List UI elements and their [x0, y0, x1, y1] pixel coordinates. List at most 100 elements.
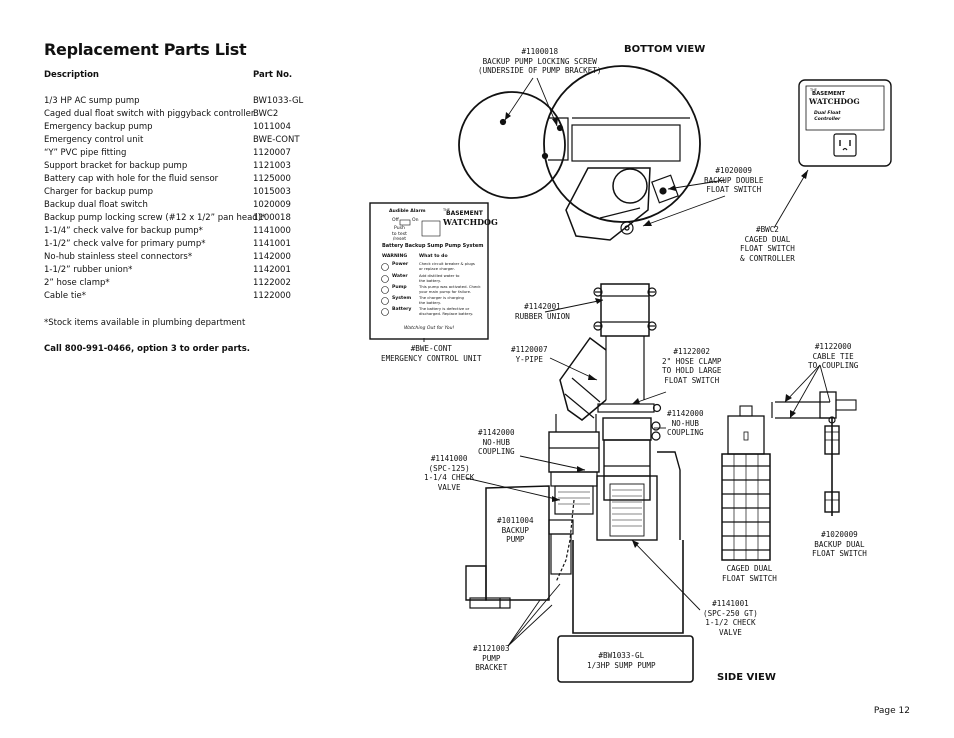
part-description: 1-1/4” check valve for backup pump* — [44, 226, 203, 236]
ecu-brand-top: THE — [443, 208, 450, 212]
part-number: 1142000 — [253, 252, 291, 262]
backup-float-switch-drawing — [819, 391, 857, 516]
part-number: 1120007 — [253, 148, 291, 158]
bottom-view-heading: BOTTOM VIEW — [624, 44, 706, 55]
part-description: 1/3 HP AC sump pump — [44, 96, 140, 106]
part-number: 1121003 — [253, 161, 291, 171]
label-locking-screw: #1100018 BACKUP PUMP LOCKING SCREW (UNDE… — [478, 47, 602, 75]
label-cable-tie: #1122000 CABLE TIE TO COUPLING — [808, 342, 859, 370]
emergency-control-unit-drawing — [369, 202, 489, 340]
page-number: Page 12 — [873, 706, 910, 716]
controller-brand-line1: BASEMENT — [812, 91, 846, 97]
table-row: Emergency control unit BWE-CONT — [44, 134, 344, 147]
part-description: Charger for backup pump — [44, 187, 153, 197]
controller-brand-line2: WATCHDOG — [809, 97, 860, 106]
label-pump-bracket: #1121003 PUMP BRACKET — [473, 644, 510, 672]
label-sump-pump: #BW1033-GL 1/3HP SUMP PUMP — [587, 651, 656, 670]
side-view-drawing — [423, 283, 701, 683]
part-description: Battery cap with hole for the fluid sens… — [44, 174, 219, 184]
part-description: No-hub stainless steel connectors* — [44, 252, 193, 262]
page-title: Replacement Parts List — [44, 40, 247, 59]
controller-brand-top: THE — [810, 88, 817, 92]
label-nohub-left: #1142000 NO-HUB COUPLING — [478, 428, 515, 456]
table-row: 1-1/2” rubber union*1142001 — [44, 264, 344, 277]
part-description: “Y” PVC pipe fitting — [44, 148, 127, 158]
part-number: 1011004 — [253, 122, 291, 132]
part-number: BW1033-GL — [253, 96, 304, 106]
table-row: Backup pump locking screw (#12 x 1/2” pa… — [44, 212, 344, 225]
table-row: Emergency backup pump 1011004 — [44, 121, 344, 134]
table-row: Caged dual float switch with piggyback c… — [44, 108, 344, 121]
stock-note: *Stock items available in plumbing depar… — [44, 318, 246, 328]
bottom-view-drawing — [458, 65, 726, 241]
part-number: 1100018 — [253, 213, 291, 223]
dual-float-controller-drawing — [773, 79, 892, 229]
ecu-on: On — [412, 218, 419, 223]
label-bwc2: #BWC2 CAGED DUAL FLOAT SWITCH & CONTROLL… — [740, 225, 795, 263]
table-row: No-hub stainless steel connectors* 114200… — [44, 251, 344, 264]
side-view-heading: SIDE VIEW — [717, 672, 776, 683]
ecu-item-instruction: This pump was activated. Check your main… — [419, 284, 481, 294]
part-number: 1020009 — [253, 200, 291, 210]
part-number: BWE-CONT — [253, 135, 300, 145]
label-backup-float-side: #1020009 BACKUP DUAL FLOAT SWITCH — [812, 530, 867, 558]
parts-table-header: Description Part No. — [44, 69, 344, 82]
part-description: Support bracket for backup pump — [44, 161, 188, 171]
ecu-item-instruction: The charger is charging the battery. — [419, 295, 464, 305]
part-description: Backup pump locking screw (#12 x 1/2” pa… — [44, 213, 266, 223]
ecu-system-name: Battery Backup Sump Pump System — [382, 243, 484, 249]
ecu-col-warning: WARNING — [382, 254, 408, 259]
ecu-item-label: Power — [392, 262, 409, 267]
ecu-item-label: Pump — [392, 285, 407, 290]
order-phone: Call 800-991-0466, option 3 to order par… — [44, 344, 251, 354]
label-hose-clamp: #1122002 2" HOSE CLAMP TO HOLD LARGE FLO… — [662, 347, 722, 385]
caged-float-switch-drawing — [721, 364, 831, 561]
label-check-valve-250: #1141001 (SPC-250 GT) 1-1/2 CHECK VALVE — [703, 599, 758, 637]
table-row: “Y” PVC pipe fitting 1120007 — [44, 147, 344, 160]
table-row: 1/3 HP AC sump pump BW1033-GL — [44, 95, 344, 108]
part-number: 1125000 — [253, 174, 291, 184]
ecu-push-to-test: Push to test /reset — [392, 226, 407, 243]
table-row: 1-1/4” check valve for backup pump* 11410… — [44, 225, 344, 238]
part-number: BWC2 — [253, 109, 279, 119]
ecu-brand-line1: BASEMENT — [446, 210, 483, 217]
part-description: Cable tie* — [44, 291, 87, 301]
label-caged-float: CAGED DUAL FLOAT SWITCH — [722, 564, 777, 583]
label-backup-pump: #1011004 BACKUP PUMP — [497, 516, 534, 544]
part-number: 1141000 — [253, 226, 291, 236]
ecu-item-label: Water — [392, 274, 408, 279]
ecu-item-label: System — [392, 296, 412, 301]
label-check-valve-125: #1141000 (SPC-125) 1-1/4 CHECK VALVE — [424, 454, 475, 492]
label-rubber-union: #1142001 RUBBER UNION — [515, 302, 570, 321]
ecu-audible-alarm: Audible Alarm — [389, 209, 426, 214]
table-row: Cable tie* 1122000 — [44, 290, 344, 303]
ecu-col-what: What to do — [419, 254, 448, 259]
part-description: Emergency backup pump — [44, 122, 153, 132]
header-part-no: Part No. — [253, 70, 293, 80]
ecu-item-label: Battery — [392, 307, 412, 312]
part-number: 1122002 — [253, 278, 291, 288]
parts-table: Description Part No. 1/3 HP AC sump pump… — [44, 69, 344, 303]
ecu-item-instruction: Check circuit breaker & plugs or replace… — [419, 261, 475, 271]
part-number: 1122000 — [253, 291, 291, 301]
part-description: Caged dual float switch with piggyback c… — [44, 109, 255, 119]
table-row: 2” hose clamp* 1122002 — [44, 277, 344, 290]
part-description: 2” hose clamp* — [44, 278, 110, 288]
label-ypipe: #1120007 Y-PIPE — [511, 345, 548, 364]
ecu-brand-line2: WATCHDOG — [443, 217, 498, 227]
ecu-footer: Watching Out for You! — [404, 326, 455, 331]
part-number: 1142001 — [253, 265, 291, 275]
ecu-off: Off — [392, 218, 399, 223]
controller-product: Dual Float Controller — [814, 111, 841, 122]
table-row: 1-1/2” check valve for primary pump*1141… — [44, 238, 344, 251]
table-row: Support bracket for backup pump 1121003 — [44, 160, 344, 173]
label-bwe-cont: #BWE-CONT EMERGENCY CONTROL UNIT — [381, 344, 482, 363]
ecu-item-instruction: The battery is defective or discharged. … — [419, 306, 474, 316]
label-backup-float-top: #1020009 BACKUP DOUBLE FLOAT SWITCH — [704, 166, 764, 194]
part-description: Emergency control unit — [44, 135, 144, 145]
part-number: 1141001 — [253, 239, 291, 249]
header-description: Description — [44, 70, 99, 80]
